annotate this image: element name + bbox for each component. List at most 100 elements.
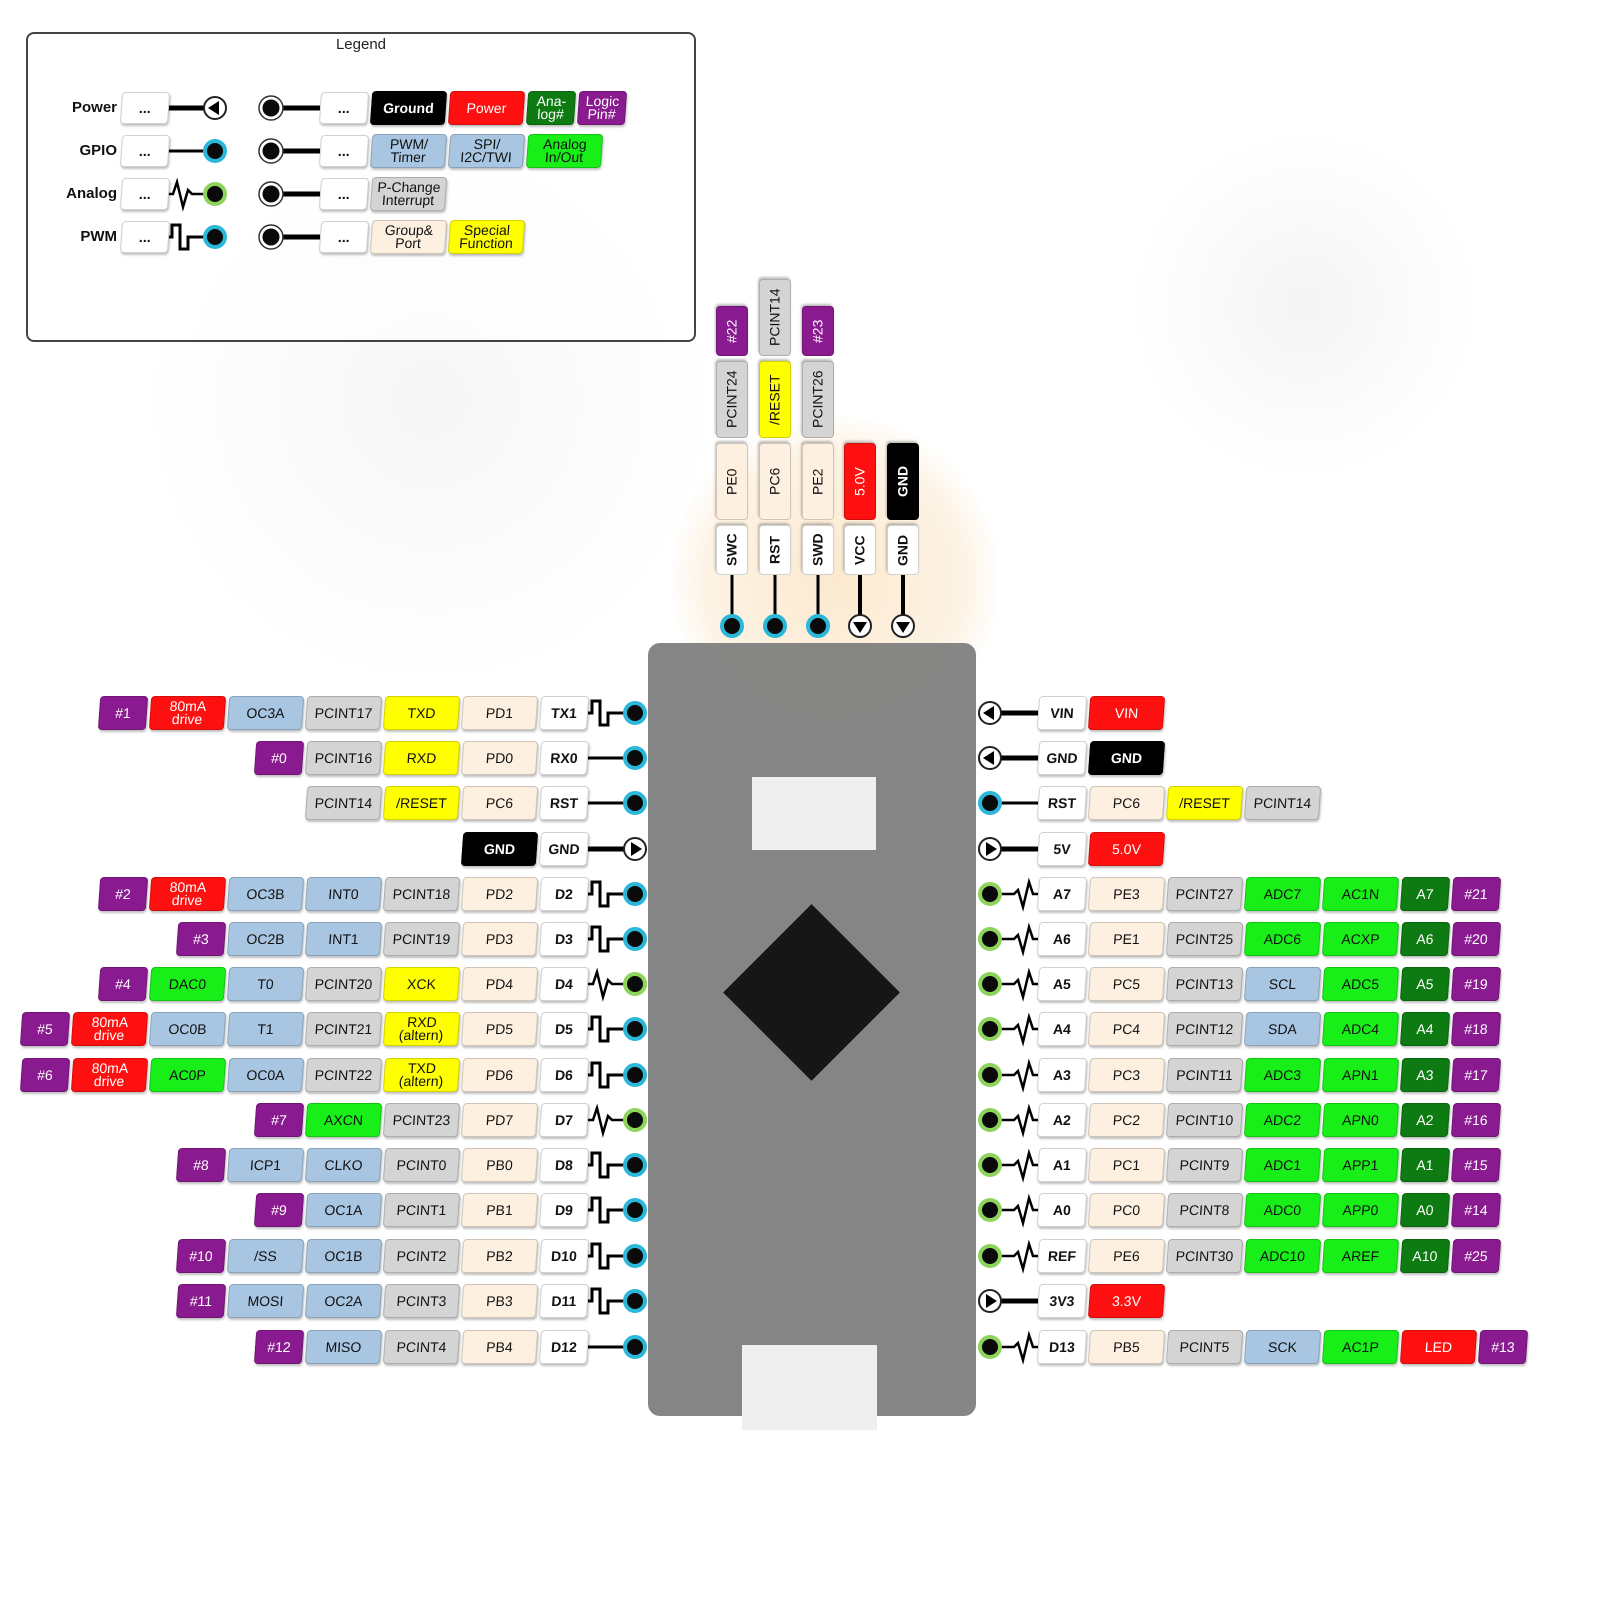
pin-label-blue: INT1 bbox=[304, 922, 383, 956]
pin-label-green: ACXP bbox=[1321, 922, 1400, 956]
legend-chip-port: Group& Port bbox=[369, 220, 448, 254]
pin-hole-icon bbox=[623, 791, 647, 815]
pin-hole-icon bbox=[623, 1017, 647, 1041]
pwm-wave-icon bbox=[588, 1196, 624, 1224]
analog-wave-icon bbox=[1001, 1330, 1038, 1365]
legend-chip-black: Ground bbox=[369, 91, 448, 125]
pin-hole-icon bbox=[978, 1198, 1002, 1222]
pin-label-port: PD4 bbox=[460, 967, 539, 1001]
pin-label-purple: #6 bbox=[19, 1058, 71, 1092]
pin-label-dkgreen: A10 bbox=[1399, 1239, 1451, 1273]
pin-label-blue: MISO bbox=[304, 1330, 383, 1364]
pin-label-dkgreen: A4 bbox=[1399, 1012, 1451, 1046]
pin-label-yellow: /RESET bbox=[759, 361, 791, 438]
pin-hole-icon bbox=[623, 882, 647, 906]
bottom-connector bbox=[742, 1345, 877, 1430]
power-in-connector bbox=[978, 1289, 1038, 1313]
pin-label-blue: CLKO bbox=[304, 1148, 383, 1182]
pin-label-purple: #14 bbox=[1450, 1193, 1502, 1227]
pin-label-blue: OC2A bbox=[304, 1284, 383, 1318]
pwm-wave-icon bbox=[588, 1015, 624, 1043]
pin-hole-icon bbox=[623, 1063, 647, 1087]
pin-label-port: PE0 bbox=[716, 443, 748, 520]
pin-label-purple: #17 bbox=[1450, 1058, 1502, 1092]
pwm-connector bbox=[588, 699, 647, 727]
pin-name: D8 bbox=[538, 1148, 590, 1182]
pin-label-gray: PCINT20 bbox=[304, 967, 383, 1001]
legend-placeholder-box: ... bbox=[318, 221, 370, 253]
pin-label-gray: PCINT14 bbox=[759, 279, 791, 356]
analog-wave-icon bbox=[1001, 1103, 1038, 1138]
pin-hole-icon bbox=[623, 927, 647, 951]
legend-chip-gray: P-Change Interrupt bbox=[369, 177, 448, 211]
pin-label-port: PC2 bbox=[1087, 1103, 1166, 1137]
pin-hole-icon bbox=[623, 746, 647, 770]
pin-label-port: PE1 bbox=[1087, 922, 1166, 956]
pin-hole-icon bbox=[978, 882, 1002, 906]
pin-name: A3 bbox=[1036, 1058, 1088, 1092]
pin-label-purple: #7 bbox=[253, 1103, 305, 1137]
pin-hole-icon bbox=[978, 1244, 1002, 1268]
pin-label-purple: #0 bbox=[253, 741, 305, 775]
gpio-connector bbox=[588, 791, 647, 815]
pin-hole-icon bbox=[623, 1153, 647, 1177]
pwm-connector bbox=[588, 1196, 647, 1224]
pin-label-green: ADC6 bbox=[1243, 922, 1322, 956]
pwm-wave-icon bbox=[588, 699, 624, 727]
pin-label-green: AC0P bbox=[148, 1058, 227, 1092]
pin-label-purple: #9 bbox=[253, 1193, 305, 1227]
power-pin-icon bbox=[978, 837, 1002, 861]
pin-label-red: 80mA drive bbox=[148, 696, 227, 730]
power-pin-icon bbox=[623, 837, 647, 861]
pin-label-gray: PCINT17 bbox=[304, 696, 383, 730]
pin-hole-icon bbox=[623, 972, 647, 996]
pin-name: VIN bbox=[1036, 696, 1088, 730]
gpio-connector bbox=[588, 746, 647, 770]
pin-label-blue: MOSI bbox=[226, 1284, 305, 1318]
pin-label-port: PD0 bbox=[460, 741, 539, 775]
pin-name: TX1 bbox=[538, 696, 590, 730]
analog-wave-icon bbox=[1001, 1148, 1038, 1183]
pin-name: D6 bbox=[538, 1058, 590, 1092]
pin-name: RST bbox=[759, 525, 791, 575]
legend-chip-purple: Logic Pin# bbox=[576, 91, 628, 125]
analog-wave-icon bbox=[1001, 877, 1038, 912]
pin-label-gray: PCINT26 bbox=[802, 361, 834, 438]
pin-label-gray: PCINT5 bbox=[1165, 1330, 1244, 1364]
pin-label-port: PC0 bbox=[1087, 1193, 1166, 1227]
analog-connector bbox=[978, 1012, 1038, 1047]
legend-placeholder-box: ... bbox=[119, 135, 171, 167]
pin-label-purple: #15 bbox=[1450, 1148, 1502, 1182]
arrow-icon bbox=[631, 842, 642, 856]
analog-wave-icon bbox=[1001, 1012, 1038, 1047]
power-in-connector bbox=[588, 837, 647, 861]
analog-connector bbox=[978, 922, 1038, 957]
legend-label-analog: Analog bbox=[66, 185, 117, 202]
pin-hole-icon bbox=[978, 972, 1002, 996]
pin-hole-icon bbox=[978, 791, 1002, 815]
pin-name: SWC bbox=[716, 525, 748, 575]
pin-label-gray: PCINT19 bbox=[382, 922, 461, 956]
pin-name: D10 bbox=[538, 1239, 590, 1273]
gpio-connector bbox=[978, 791, 1038, 815]
pin-label-purple: #19 bbox=[1450, 967, 1502, 1001]
pin-name: A6 bbox=[1036, 922, 1088, 956]
arrow-icon bbox=[986, 1294, 997, 1308]
pin-label-green: AC1N bbox=[1321, 877, 1400, 911]
pin-label-gray: PCINT18 bbox=[382, 877, 461, 911]
pin-name: RX0 bbox=[538, 741, 590, 775]
legend-placeholder-box: ... bbox=[119, 92, 171, 124]
pin-name: A4 bbox=[1036, 1012, 1088, 1046]
